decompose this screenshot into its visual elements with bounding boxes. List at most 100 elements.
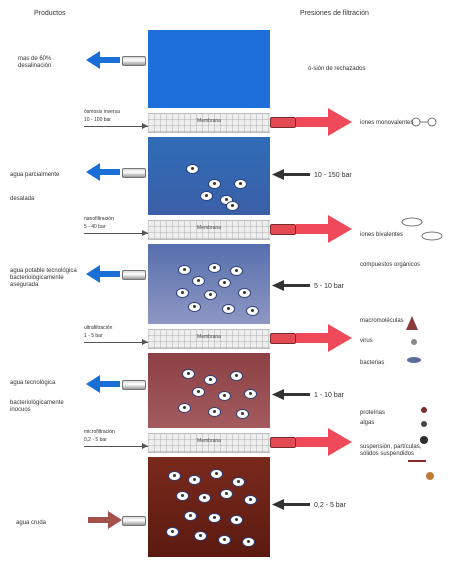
pressure-label-1: 10 - 150 bar [314, 172, 352, 179]
process-pressure-mf: 0,2 - 5 bar [84, 437, 107, 443]
particle [244, 495, 257, 505]
particle [220, 489, 233, 499]
red-arrow-4 [296, 428, 352, 456]
outlet-pipe [122, 270, 146, 280]
raw-water-arrow [88, 511, 122, 529]
product-label-2: agua parcialmente [10, 172, 60, 178]
particle [204, 290, 217, 300]
retained-macromolecules: macromoléculas [360, 318, 404, 324]
retained-algae: algas [360, 420, 375, 426]
particle [198, 493, 211, 503]
membrane-3: Membrana [148, 329, 270, 349]
bacteria-icon [407, 357, 421, 363]
bivalent-ion-icons [401, 217, 443, 241]
blue-arrow-2 [86, 163, 120, 181]
reject-pipe [270, 117, 296, 128]
product-label-6: bacteriológicamente inocuos [10, 400, 64, 413]
particle [188, 475, 201, 485]
particle [194, 531, 207, 541]
feed-line [84, 342, 148, 343]
particle [244, 389, 257, 399]
particle [218, 278, 231, 288]
stage-ultrafiltration-permeate [148, 244, 270, 324]
particle [246, 306, 259, 316]
red-arrow-2 [296, 215, 352, 243]
process-label-nf: nanofiltración [84, 216, 114, 222]
retained-bivalent: iones bivalentes [360, 232, 404, 238]
retained-virus: virus [360, 338, 373, 344]
pressure-arrow-3 [272, 389, 310, 400]
feed-arrowhead-4 [142, 443, 148, 449]
particle [188, 302, 201, 312]
membrane-label: Membrana [197, 438, 221, 444]
process-label-ro: ósmosis inversa [84, 109, 120, 115]
particle [230, 515, 243, 525]
particle [238, 288, 251, 298]
retained-proteins: proteínas [360, 410, 386, 416]
particle [208, 513, 221, 523]
pressure-arrow-2 [272, 280, 310, 291]
product-label-1: mas de 60% desalinación [18, 56, 52, 69]
membrane-2: Membrana [148, 220, 270, 240]
monovalent-ion-icons [411, 117, 437, 127]
product-label-4: agua potable tecnológica bacteriológicam… [10, 268, 77, 288]
virus-icon [411, 339, 417, 345]
feed-line [84, 446, 148, 447]
process-label-uf: ultrafiltración [84, 325, 113, 331]
suspension-icon [408, 460, 426, 462]
reject-pipe [270, 224, 296, 235]
particle [234, 179, 247, 189]
membrane-label: Membrana [197, 118, 221, 124]
product-label-3: desalada [10, 196, 35, 202]
particle [178, 403, 191, 413]
particle [168, 471, 181, 481]
blue-arrow-1 [86, 51, 120, 69]
retained-bacteria: bacterias [360, 360, 385, 366]
particle [204, 375, 217, 385]
particle [182, 369, 195, 379]
particle [192, 387, 205, 397]
membrane-label: Membrana [197, 334, 221, 340]
product-label-5: agua tecnológica [10, 380, 56, 386]
algae-icon [421, 421, 427, 427]
reject-label: ó-sión de rechazados [308, 66, 366, 72]
stage-nanofiltration-permeate [148, 137, 270, 215]
membrane-4: Membrana [148, 433, 270, 453]
outlet-pipe [122, 168, 146, 178]
feed-line [84, 126, 148, 127]
macromolecule-icon [406, 316, 418, 330]
particle [242, 537, 255, 547]
particle [192, 276, 205, 286]
stage-reverse-osmosis-permeate [148, 30, 270, 108]
red-arrow-1 [296, 108, 352, 136]
particle [230, 266, 243, 276]
pressure-arrow-4 [272, 499, 310, 510]
feed-arrowhead-3 [142, 339, 148, 345]
products-header: Productos [34, 10, 66, 17]
particle [208, 407, 221, 417]
protein-icon [421, 407, 427, 413]
process-pressure-nf: 5 - 40 bar [84, 224, 106, 230]
retained-organics: compuestos orgánicos [360, 262, 421, 268]
retained-monovalent: iones monovalentes [360, 120, 414, 126]
pressure-arrow-1 [272, 169, 310, 180]
membrane-label: Membrana [197, 225, 221, 231]
blue-arrow-3 [86, 265, 120, 283]
particle [208, 179, 221, 189]
process-pressure-ro: 10 - 100 bar [84, 117, 111, 123]
feed-arrowhead-1 [142, 123, 148, 129]
particle [236, 409, 249, 419]
membrane-1: Membrana [148, 113, 270, 133]
particle [186, 164, 199, 174]
process-pressure-uf: 1 - 5 bar [84, 333, 103, 339]
particle [184, 511, 197, 521]
particle [222, 304, 235, 314]
pressures-header: Presiones de filtración [300, 10, 369, 17]
stage-raw-water [148, 457, 270, 557]
retained-suspension: suspensión, partículas, sólidos suspendi… [360, 444, 422, 457]
red-arrow-3 [296, 324, 352, 352]
particle [200, 191, 213, 201]
process-label-mf: microfiltración [84, 429, 115, 435]
outlet-pipe [122, 56, 146, 66]
